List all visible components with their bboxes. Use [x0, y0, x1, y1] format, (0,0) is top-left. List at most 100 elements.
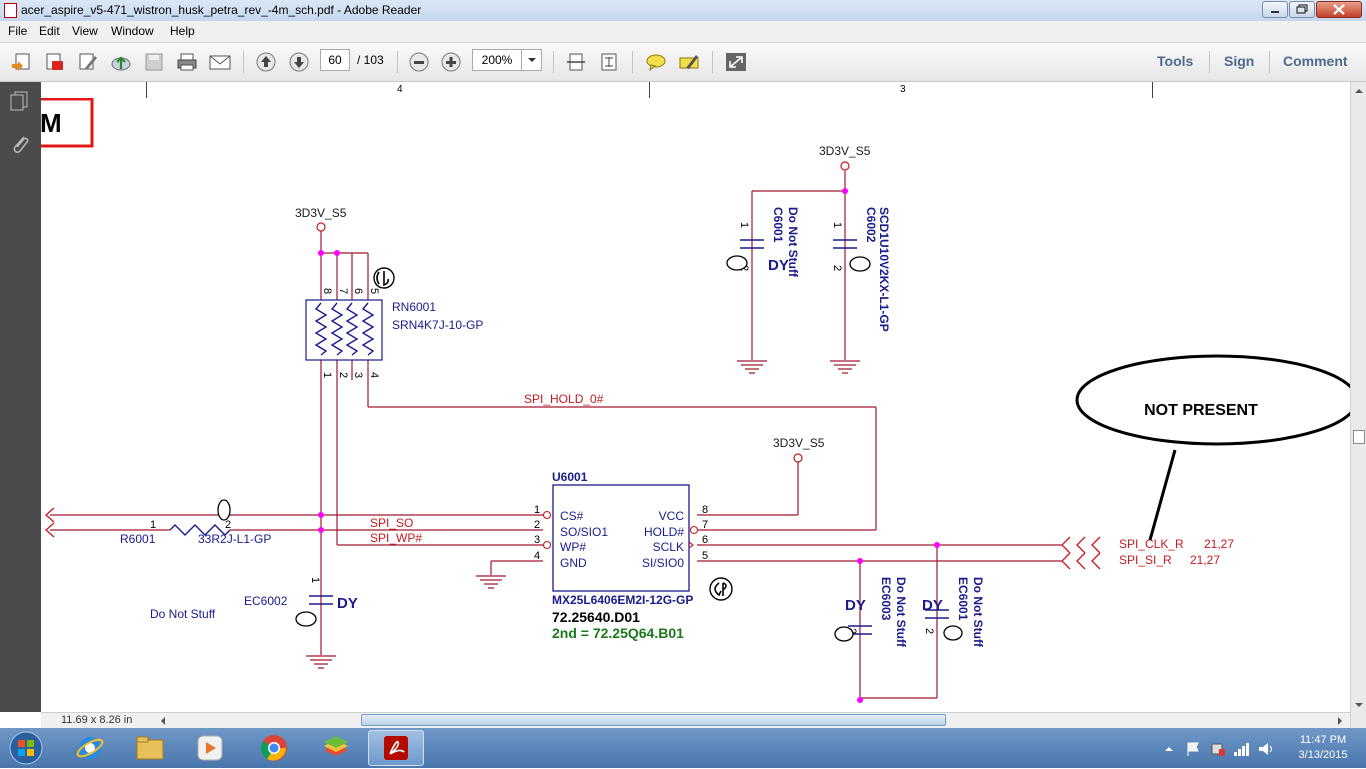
highlight-button[interactable] — [676, 50, 702, 74]
pin-name: CS# — [560, 509, 584, 523]
c6001-dy: DY — [768, 257, 789, 274]
start-button[interactable] — [4, 730, 48, 766]
system-clock[interactable]: 11:47 PM 3/13/2015 — [1284, 733, 1362, 763]
close-button[interactable] — [1316, 1, 1362, 18]
scroll-down-icon — [1355, 703, 1363, 707]
menu-edit[interactable]: Edit — [39, 24, 60, 38]
toolbar-separator — [712, 51, 713, 73]
ec6002-note: Do Not Stuff — [150, 607, 216, 621]
minimize-button[interactable] — [1262, 1, 1288, 18]
taskbar-chrome[interactable] — [246, 730, 302, 766]
scroll-right-icon[interactable] — [1333, 714, 1347, 728]
power-label: 3D3V_S5 — [819, 144, 871, 158]
offpage-connector-left — [45, 507, 55, 538]
upload-button[interactable] — [108, 50, 134, 74]
usb-device-icon[interactable] — [1209, 741, 1225, 757]
clock-time: 11:47 PM — [1299, 734, 1347, 746]
scroll-left-icon[interactable] — [156, 714, 170, 728]
taskbar-explorer[interactable] — [122, 730, 178, 766]
clock-date: 3/13/2015 — [1298, 749, 1348, 761]
print-button[interactable] — [174, 50, 200, 74]
internet-explorer-icon — [76, 737, 104, 759]
c6001-capacitor: 1 2 C6001 Do Not Stuff DY — [726, 207, 800, 278]
zoom-out-button[interactable] — [406, 50, 432, 74]
menu-file[interactable]: File — [8, 24, 28, 38]
pin-number: 5 — [368, 288, 380, 294]
ground-symbols — [306, 360, 860, 669]
show-hidden-icons-icon[interactable] — [1164, 744, 1174, 754]
zoom-dropdown-button[interactable] — [521, 49, 542, 71]
full-screen-button[interactable] — [723, 50, 749, 74]
attachments-button[interactable] — [8, 132, 32, 159]
folder-icon — [136, 736, 164, 760]
vertical-scrollbar[interactable] — [1350, 82, 1366, 728]
fit-page-button[interactable] — [596, 50, 622, 74]
page-number-input[interactable]: 60 — [320, 49, 350, 71]
open-button[interactable] — [8, 50, 34, 74]
create-pdf-button[interactable] — [41, 50, 67, 74]
ec6003-dy: DY — [845, 597, 866, 614]
ec6001-capacitor: DY EC6001 Do Not Stuff 2 — [922, 577, 985, 648]
sign-pane-link[interactable]: Sign — [1224, 53, 1255, 69]
bluestacks-icon — [324, 736, 348, 756]
c6002-part: SCD1U10V2KX-L1-GP — [877, 207, 891, 332]
menu-bar: File Edit View Window Help — [0, 21, 1366, 43]
taskbar-bluestacks[interactable] — [308, 730, 364, 766]
tools-pane-link[interactable]: Tools — [1157, 53, 1194, 69]
pin-number: 6 — [702, 534, 708, 546]
pin-number: 8 — [702, 504, 708, 516]
comment-pane-link[interactable]: Comment — [1283, 53, 1348, 69]
taskbar-adobe-reader[interactable] — [368, 730, 424, 766]
title-block-text: M — [41, 108, 62, 138]
ec6002-dy: DY — [337, 595, 358, 612]
arrow-up-icon — [256, 52, 276, 72]
taskbar-internet-explorer[interactable] — [62, 730, 118, 766]
restore-button[interactable] — [1289, 1, 1315, 18]
fit-width-icon — [567, 53, 585, 71]
net-ref-si: 21,27 — [1190, 553, 1220, 567]
u6001-part: MX25L6406EM2I-12G-GP — [552, 593, 693, 607]
pin-name: SI/SIO0 — [642, 556, 684, 570]
pin-name: GND — [560, 556, 587, 570]
pin-number: 4 — [534, 550, 540, 562]
edit-pdf-button[interactable] — [75, 50, 101, 74]
toolbar: 60 / 103 200% Tools Sign Comment — [0, 43, 1366, 82]
network-signal-icon[interactable] — [1233, 741, 1251, 757]
comment-bubble-icon — [646, 54, 666, 72]
vertical-scroll-thumb[interactable] — [1353, 430, 1365, 444]
page-size-label: 11.69 x 8.26 in — [61, 714, 133, 726]
c6002-capacitor: 1 2 C6002 SCD1U10V2KX-L1-GP — [831, 207, 891, 332]
minimize-icon — [1271, 11, 1279, 13]
power-symbols — [316, 161, 850, 463]
taskbar-media-player[interactable] — [182, 730, 238, 766]
ruler-label: 4 — [397, 84, 403, 95]
save-button[interactable] — [141, 50, 167, 74]
document-view[interactable]: M — [41, 98, 1350, 712]
fit-width-button[interactable] — [563, 50, 589, 74]
horizontal-scroll-thumb[interactable] — [361, 714, 946, 726]
plus-circle-icon — [441, 52, 461, 72]
zoom-level-input[interactable]: 200% — [472, 49, 522, 71]
volume-icon[interactable] — [1257, 741, 1275, 757]
pin-number: 2 — [337, 372, 349, 378]
page-total: / 103 — [357, 53, 384, 67]
sticky-note-button[interactable] — [643, 50, 669, 74]
ec6003-note: Do Not Stuff — [894, 577, 908, 648]
menu-view[interactable]: View — [72, 24, 98, 38]
pin-number: 3 — [534, 534, 540, 546]
ruler-label: 3 — [900, 84, 906, 95]
next-page-button[interactable] — [286, 50, 312, 74]
zoom-in-button[interactable] — [438, 50, 464, 74]
windows-start-icon — [9, 731, 43, 765]
u6001-pn: 72.25640.D01 — [552, 609, 640, 625]
net-wires — [50, 171, 1062, 700]
menu-window[interactable]: Window — [111, 24, 154, 38]
pin-name: VCC — [659, 509, 685, 523]
page-thumbnails-button[interactable] — [8, 90, 32, 115]
power-label: 3D3V_S5 — [295, 206, 347, 220]
gp-marker-icon — [943, 625, 963, 641]
email-button[interactable] — [207, 50, 233, 74]
action-center-flag-icon[interactable] — [1185, 741, 1201, 757]
menu-help[interactable]: Help — [170, 24, 195, 38]
previous-page-button[interactable] — [253, 50, 279, 74]
